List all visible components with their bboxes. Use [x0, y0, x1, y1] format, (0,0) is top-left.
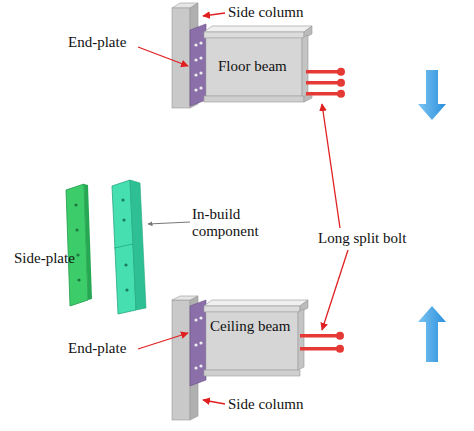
part-label: Side column	[228, 396, 338, 413]
arrow-down	[418, 70, 446, 120]
split-bolts-bottom	[300, 332, 344, 353]
ceiling-beam	[204, 300, 308, 376]
arrow-up	[418, 306, 446, 362]
part-label: End-plate	[68, 34, 148, 51]
part-label: Long split bolt	[318, 230, 458, 247]
part-label: Ceiling beam	[210, 318, 310, 335]
floor-beam	[204, 26, 312, 102]
leader-line	[148, 222, 190, 224]
leader-lines	[138, 13, 348, 404]
part-label: End-plate	[68, 340, 148, 357]
side-plate	[66, 184, 92, 306]
part-label: Side column	[228, 4, 338, 21]
part-label: Side-plate	[14, 250, 94, 267]
end-plate-bottom	[190, 300, 206, 386]
split-bolts-top	[306, 68, 345, 98]
end-plate-top	[190, 24, 206, 106]
part-label: In-build component	[192, 206, 302, 240]
in-build-component	[112, 180, 146, 314]
part-label: Floor beam	[218, 58, 308, 75]
